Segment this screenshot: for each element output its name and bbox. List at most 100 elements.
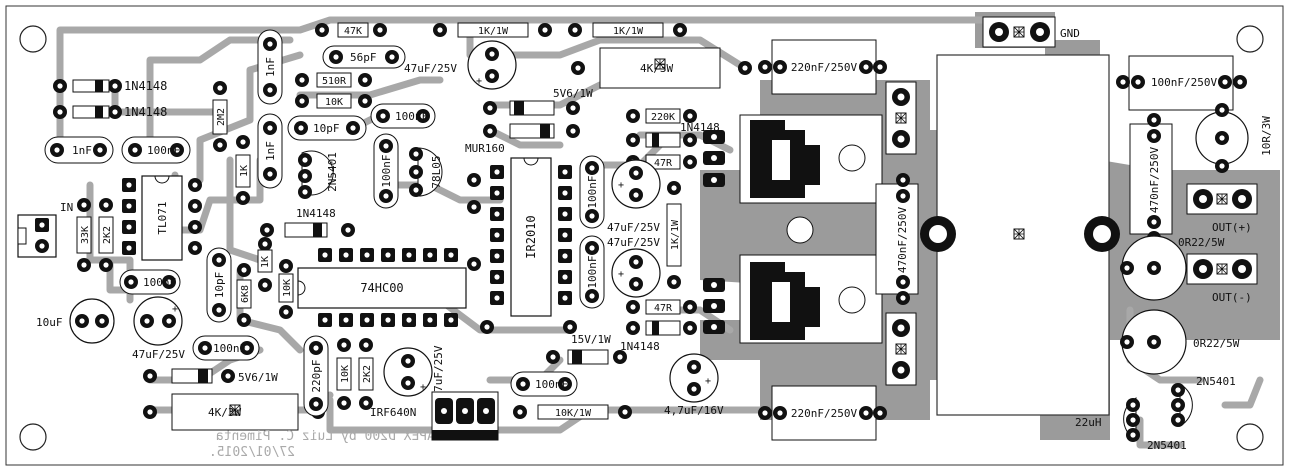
cap-100nf-label: 100nF bbox=[147, 144, 180, 157]
input-label: IN bbox=[60, 201, 73, 214]
diode-1n4148-a-label: 1N4148 bbox=[296, 207, 336, 220]
cap-1nf-label: 1nF bbox=[72, 144, 92, 157]
resistor-10r3w-label: 10R/3W bbox=[1260, 116, 1273, 156]
capacitor-10pf-b: 10pF bbox=[206, 247, 232, 323]
transistor-2n5401-a: 2N5401 bbox=[1171, 375, 1236, 427]
cap-220nf-top-label: 220nF/250V bbox=[791, 61, 858, 74]
capacitor-1nf-b: 1nF bbox=[257, 113, 283, 189]
capacitor-100nf-c: 100nF bbox=[579, 155, 605, 229]
capacitor-100nf-mid: 100nF bbox=[370, 103, 436, 129]
credit-text: APEX D200 by Luiz C. Pimenta 27/01/2015. bbox=[209, 429, 435, 460]
capacitor-100nf-d: 100nF bbox=[579, 235, 605, 309]
resistor-1k1w-b: 1K/1W bbox=[568, 22, 687, 38]
capacitor-47uf-b: + 47uF/25V bbox=[607, 236, 661, 298]
capacitor-10uf: 10uF bbox=[36, 298, 115, 344]
capacitor-4u7: + 4,7uF/16V bbox=[664, 353, 724, 417]
cap-220nf-b-label: 220nF/250V bbox=[791, 407, 858, 420]
capacitor-220nf-top: 220nF/250V bbox=[758, 39, 887, 95]
zener-15v: 15V/1W bbox=[546, 333, 627, 365]
resistor-10r3w: 10R/3W bbox=[1195, 103, 1273, 173]
resistor-6k8-label: 6K8 bbox=[240, 285, 251, 303]
cap-100nf-mid-label: 100nF bbox=[395, 110, 428, 123]
zener-5v6-b-label: 5V6/1W bbox=[238, 371, 278, 384]
resistor-4k3w-b: 4K/3W bbox=[143, 393, 325, 431]
transistor-2n5401-b-label: 2N5401 bbox=[1147, 439, 1187, 452]
cap-47uf-d-label: 47uF/25V bbox=[432, 345, 445, 398]
capacitor-47uf-a: + 47uF/25V bbox=[607, 159, 661, 234]
svg-text:+: + bbox=[420, 382, 426, 393]
cap-470nf-mid-label: 470nF/250V bbox=[896, 207, 909, 274]
transistor-2n5401-label: 2N5401 bbox=[326, 152, 339, 192]
resistor-1k1w-c-label: 1K/1W bbox=[670, 219, 681, 250]
resistor-1k-b-label: 1K bbox=[260, 256, 271, 268]
mounting-hole bbox=[19, 25, 47, 53]
cap-100nf-v-label: 100nF bbox=[380, 154, 393, 187]
cap-1nf-b-label: 1nF bbox=[264, 141, 277, 161]
mounting-hole bbox=[19, 423, 47, 451]
resistor-4k3w-top-label: 4K/3W bbox=[640, 62, 673, 75]
cap-100nf-d-label: 100nF bbox=[586, 255, 599, 288]
diode-mur160: MUR160 bbox=[465, 123, 580, 155]
diode-d2: 1N4148 bbox=[53, 105, 167, 119]
out-plus-label: OUT(+) bbox=[1212, 221, 1252, 234]
cap-56pf-label: 56pF bbox=[350, 51, 377, 64]
resistor-1k: 1K bbox=[235, 135, 251, 205]
resistor-47r-top-label: 47R bbox=[654, 158, 673, 169]
resistor-10k-c: 10K bbox=[336, 338, 352, 410]
ic-ir2010-label: IR2010 bbox=[524, 215, 538, 258]
resistor-47k: 47K bbox=[315, 22, 387, 38]
resistor-10k-c-label: 10K bbox=[340, 365, 351, 383]
cap-10pf-top-label: 10pF bbox=[313, 122, 340, 135]
cap-220pf-label: 220pF bbox=[310, 359, 323, 392]
cap-100nf-c-label: 100nF bbox=[143, 276, 176, 289]
resistor-2m2-label: 2M2 bbox=[216, 108, 227, 126]
resistor-33k: 33K bbox=[76, 198, 92, 272]
resistor-4k3w-b-label: 4K/3W bbox=[208, 406, 241, 419]
gnd-terminal: GND bbox=[982, 16, 1080, 48]
cap-47uf-top-label: 47uF/25V bbox=[404, 62, 457, 75]
resistor-10k-b-label: 10K bbox=[282, 279, 293, 297]
output-minus-terminal: OUT(-) bbox=[1186, 253, 1258, 304]
resistor-510r-label: 510R bbox=[322, 76, 347, 87]
zener-5v6-b: 5V6/1W bbox=[143, 368, 278, 384]
ic-tl071-label: TL071 bbox=[156, 201, 169, 234]
cap-4u7-label: 4,7uF/16V bbox=[664, 404, 724, 417]
resistor-0r22-a-label: 0R22/5W bbox=[1178, 236, 1225, 249]
capacitor-47uf-d: + 47uF/25V bbox=[383, 345, 445, 398]
regulator-78l05: 78L05 bbox=[409, 147, 443, 197]
resistor-220k: 220K bbox=[626, 108, 697, 124]
resistor-510r: 510R bbox=[295, 72, 372, 88]
resistor-6k8: 6K8 bbox=[236, 263, 252, 327]
terminal-upper bbox=[885, 81, 917, 155]
diode-mur160-label: MUR160 bbox=[465, 142, 505, 155]
ic-ir2010: IR2010 bbox=[490, 157, 572, 317]
cap-100nf-250-label: 100nF/250V bbox=[1151, 76, 1218, 89]
terminal-lower bbox=[885, 312, 917, 386]
resistor-10k-b: 10K bbox=[278, 259, 294, 319]
resistor-2k2-c-label: 2K2 bbox=[362, 365, 373, 383]
zener-5v6-top bbox=[483, 100, 580, 116]
resistor-220k-label: 220K bbox=[651, 112, 675, 123]
diode-d1-label: 1N4148 bbox=[124, 79, 167, 93]
heatsink-center-mark bbox=[1013, 228, 1025, 240]
capacitor-470nf-mid: 470nF/250V bbox=[875, 173, 919, 305]
resistor-1k-label: 1K bbox=[239, 165, 250, 177]
svg-text:+: + bbox=[618, 269, 624, 280]
diode-d1: 1N4148 bbox=[53, 79, 167, 93]
capacitor-47uf-c: + 47uF/25V bbox=[132, 296, 185, 361]
cap-100nf-e-label: 100nF bbox=[213, 342, 246, 355]
input-connector: IN bbox=[17, 201, 73, 258]
cap-100nf-c-label2: 100nF bbox=[586, 175, 599, 208]
cap-47uf-b-label: 47uF/25V bbox=[607, 236, 660, 249]
resistor-33k-label: 33K bbox=[80, 226, 91, 244]
diode-1n4148-a: 1N4148 bbox=[260, 207, 355, 238]
out-minus-label: OUT(-) bbox=[1212, 291, 1252, 304]
capacitor-47uf-top: + 47uF/25V bbox=[404, 40, 517, 90]
resistor-1k1w-c: 1K/1W bbox=[666, 181, 682, 289]
svg-text:+: + bbox=[705, 376, 711, 387]
resistor-1k1w-a: 1K/1W bbox=[433, 22, 552, 38]
capacitor-220pf: 220pF bbox=[303, 335, 329, 417]
resistor-2k2-c: 2K2 bbox=[358, 338, 374, 410]
